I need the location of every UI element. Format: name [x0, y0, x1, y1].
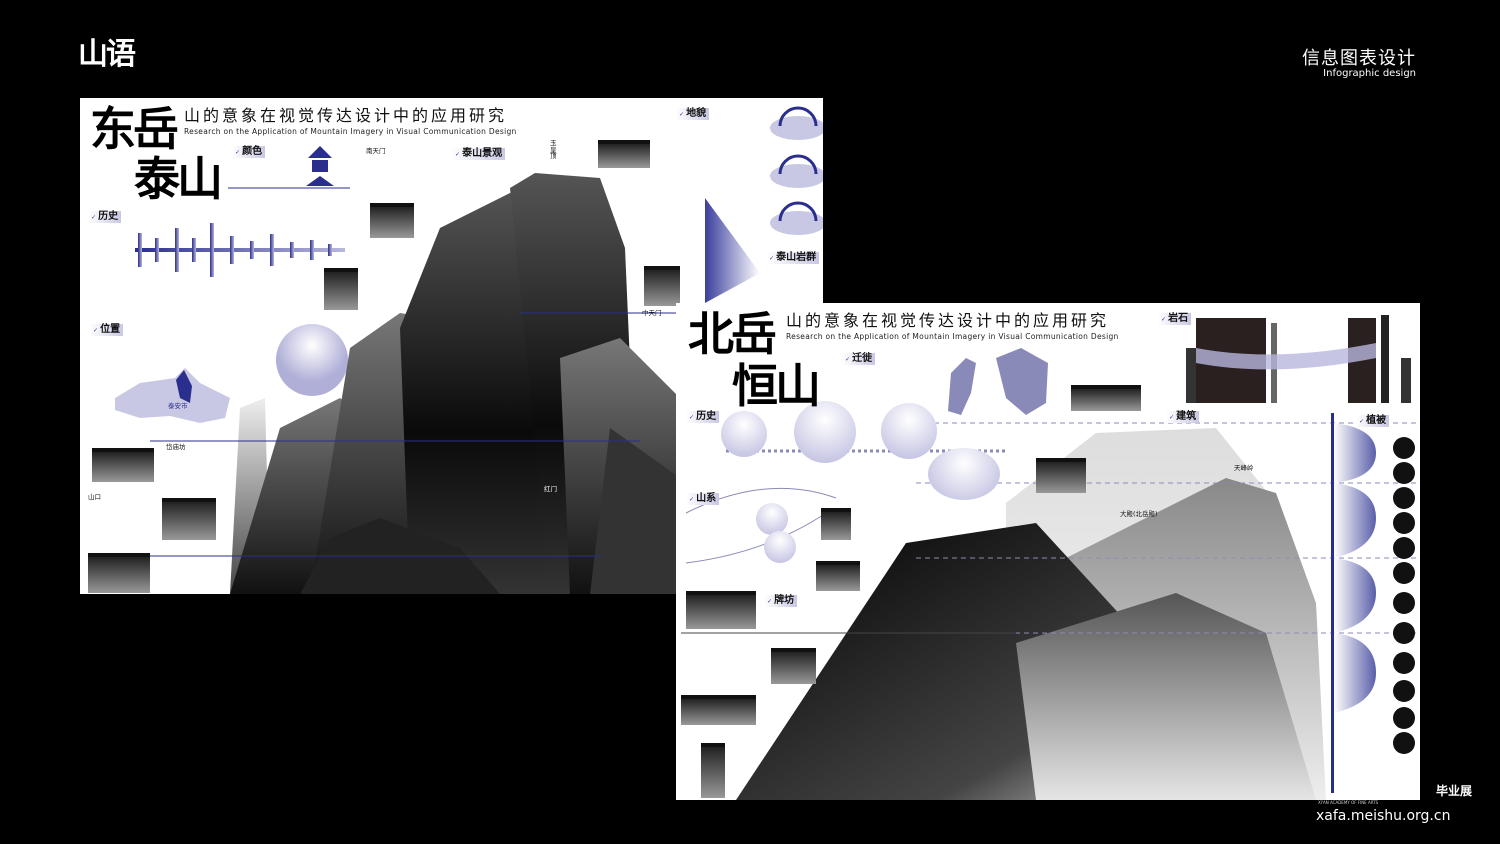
exhibition-label: 毕业展: [1436, 784, 1473, 798]
poster-title: 山的意象在视觉传达设计中的应用研究: [786, 311, 1110, 330]
section-rock: 岩石: [1158, 313, 1192, 325]
footer-url[interactable]: xafa.meishu.org.cn: [1316, 808, 1451, 824]
section-landform: 地貌: [676, 108, 710, 120]
section-mountain-system: 山系: [686, 493, 720, 505]
section-architecture: 建筑: [1166, 411, 1200, 423]
hengshan-mountain-illustration: [681, 315, 1416, 800]
map-city-label: 泰安市: [168, 402, 188, 410]
mountain-system-bubble: [764, 531, 796, 563]
header-title: 信息图表设计: [1302, 48, 1416, 69]
label-daimiaofang: 岱庙坊: [166, 443, 186, 451]
building-icon: [821, 508, 851, 540]
building-icon: [816, 561, 860, 591]
academy-name: XI'AN ACADEMY OF FINE ARTS: [1318, 800, 1379, 805]
header-subtitle: Infographic design: [1323, 68, 1416, 79]
history-bubble: [721, 411, 767, 457]
building-icon: [1071, 385, 1141, 411]
big-title-beiyue: 北岳: [688, 307, 777, 361]
poster-title: 山的意象在视觉传达设计中的应用研究: [184, 106, 508, 125]
label-peak: 天峰岭: [1234, 464, 1254, 472]
section-history: 历史: [686, 411, 720, 423]
label-nantianmen: 南天门: [366, 147, 386, 155]
mountain-system-bubble: [756, 503, 788, 535]
building-icon: [681, 695, 756, 725]
building-icon: [88, 553, 150, 593]
poster-hengshan: 北岳 恒山 山的意象在视觉传达设计中的应用研究 Research on the …: [676, 303, 1420, 800]
section-location: 位置: [90, 324, 124, 336]
history-bubble: [881, 403, 937, 459]
label-hall: 大殿(北岳殿): [1120, 510, 1158, 518]
building-icon: [92, 448, 154, 482]
section-history: 历史: [88, 211, 122, 223]
history-bubble: [928, 448, 1000, 500]
archway-icon: [324, 268, 358, 310]
taishan-mountain-illustration: [115, 106, 823, 594]
section-migration: 迁徙: [842, 353, 876, 365]
section-color: 颜色: [232, 146, 266, 158]
building-icon: [598, 140, 650, 168]
section-landscape: 泰山景观: [452, 148, 506, 160]
big-title-hengshan: 恒山: [732, 359, 821, 413]
label-yuhuangding: 玉皇顶: [550, 139, 557, 160]
label-shankou: 山口: [88, 493, 101, 501]
logo: 山语: [78, 37, 136, 72]
section-vegetation: 植被: [1356, 415, 1390, 427]
building-icon: [771, 648, 816, 684]
section-archway: 牌坊: [764, 595, 798, 607]
poster-subtitle: Research on the Application of Mountain …: [786, 332, 1119, 341]
big-title-dongyue: 东岳: [90, 102, 179, 156]
building-icon: [370, 203, 414, 238]
pagoda-icon: [701, 743, 725, 798]
section-rock-group: 泰山岩群: [766, 252, 820, 264]
label-zhongtianmen: 中天门: [642, 309, 662, 317]
archway-icon: [686, 591, 756, 629]
poster-subtitle: Research on the Application of Mountain …: [184, 127, 517, 136]
building-icon: [1036, 458, 1086, 493]
big-title-taishan: 泰山: [134, 152, 223, 206]
label-hongmen: 红门: [544, 485, 557, 493]
archway-icon: [644, 266, 680, 306]
history-bubble: [794, 401, 856, 463]
building-icon: [162, 498, 216, 540]
